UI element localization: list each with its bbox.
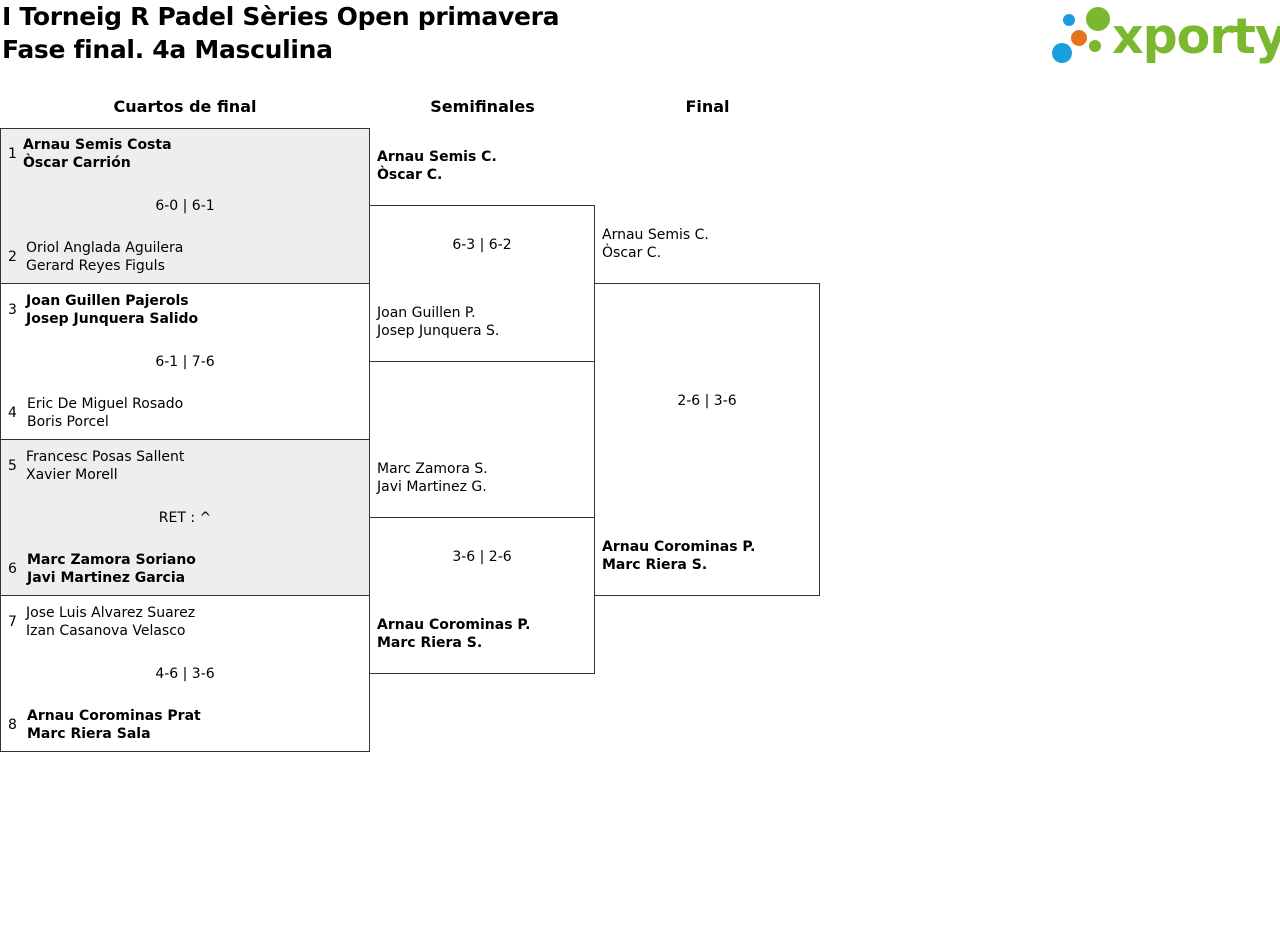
player-name: Francesc Posas Sallent <box>26 449 185 465</box>
match-score: 6-1 | 7-6 <box>155 354 215 370</box>
tournament-title: I Torneig R Padel Sèries Open primavera <box>2 2 560 31</box>
team-entry[interactable]: Joan Guillen Pajerols Josep Junquera Sal… <box>26 292 198 328</box>
qf-match-2: 3 Joan Guillen Pajerols Josep Junquera S… <box>0 283 370 440</box>
final-team-b[interactable]: Arnau Corominas P. Marc Riera S. <box>602 538 755 574</box>
match-score: RET : ^ <box>158 510 212 526</box>
player-name: Arnau Semis C. <box>377 149 497 165</box>
seed-number: 8 <box>8 717 17 733</box>
team-entry[interactable]: Francesc Posas Sallent Xavier Morell <box>26 448 184 484</box>
sf-match-1: 6-3 | 6-2 Joan Guillen P. Josep Junquera… <box>369 205 595 362</box>
player-name: Arnau Semis C. <box>602 227 709 243</box>
team-entry[interactable]: Oriol Anglada Aguilera Gerard Reyes Figu… <box>26 239 183 275</box>
sf2-team-b[interactable]: Arnau Corominas P. Marc Riera S. <box>377 616 530 652</box>
seed-number: 3 <box>8 302 17 318</box>
logo-dots-icon <box>1052 7 1110 63</box>
team-entry[interactable]: Arnau Semis Costa Òscar Carrión <box>23 136 172 172</box>
player-name: Arnau Corominas P. <box>602 539 756 555</box>
player-name: Arnau Semis Costa <box>23 137 172 153</box>
phase-title: Fase final. 4a Masculina <box>2 35 333 64</box>
player-name: Òscar C. <box>377 167 443 183</box>
team-entry[interactable]: Jose Luis Alvarez Suarez Izan Casanova V… <box>26 604 195 640</box>
player-name: Arnau Corominas Prat <box>27 708 201 724</box>
match-score: 2-6 | 3-6 <box>677 393 737 409</box>
player-name: Joan Guillen Pajerols <box>26 293 189 309</box>
player-name: Oriol Anglada Aguilera <box>26 240 184 256</box>
player-name: Marc Riera Sala <box>27 726 151 742</box>
column-quarterfinals: Cuartos de final <box>113 97 257 116</box>
player-name: Izan Casanova Velasco <box>26 623 186 639</box>
player-name: Xavier Morell <box>26 467 118 483</box>
player-name: Marc Zamora S. <box>377 461 488 477</box>
xporty-logo[interactable]: xporty <box>1050 4 1280 66</box>
seed-number: 4 <box>8 405 17 421</box>
sf1-team-a[interactable]: Arnau Semis C. Òscar C. <box>377 148 497 184</box>
player-name: Josep Junquera Salido <box>26 311 199 327</box>
match-score: 6-3 | 6-2 <box>452 237 512 253</box>
team-entry[interactable]: Marc Zamora Soriano Javi Martinez Garcia <box>27 551 196 587</box>
player-name: Òscar C. <box>602 245 662 261</box>
logo-wordmark: xporty <box>1112 8 1280 65</box>
player-name: Òscar Carrión <box>23 155 131 171</box>
qf-match-1: 1 Arnau Semis Costa Òscar Carrión 6-0 | … <box>0 128 370 284</box>
player-name: Gerard Reyes Figuls <box>26 258 165 274</box>
sf2-team-a[interactable]: Marc Zamora S. Javi Martinez G. <box>377 460 488 496</box>
qf-match-4: 7 Jose Luis Alvarez Suarez Izan Casanova… <box>0 595 370 752</box>
team-entry[interactable]: Arnau Corominas Prat Marc Riera Sala <box>27 707 201 743</box>
match-score: 3-6 | 2-6 <box>452 549 512 565</box>
final-match: 2-6 | 3-6 Arnau Corominas P. Marc Riera … <box>594 283 820 596</box>
player-name: Javi Martinez Garcia <box>27 570 186 586</box>
player-name: Boris Porcel <box>27 414 109 430</box>
seed-number: 6 <box>8 561 17 577</box>
player-name: Josep Junquera S. <box>377 323 500 339</box>
match-score: 6-0 | 6-1 <box>155 198 215 214</box>
seed-number: 1 <box>8 146 17 162</box>
player-name: Eric De Miguel Rosado <box>27 396 184 412</box>
seed-number: 7 <box>8 614 17 630</box>
player-name: Marc Riera S. <box>602 557 708 573</box>
qf-match-3: 5 Francesc Posas Sallent Xavier Morell R… <box>0 439 370 596</box>
seed-number: 5 <box>8 458 17 474</box>
player-name: Jose Luis Alvarez Suarez <box>26 605 196 621</box>
player-name: Marc Zamora Soriano <box>27 552 196 568</box>
player-name: Joan Guillen P. <box>377 305 476 321</box>
column-semifinals: Semifinales <box>430 97 535 116</box>
sf-match-2: 3-6 | 2-6 Arnau Corominas P. Marc Riera … <box>369 517 595 674</box>
column-final: Final <box>685 97 730 116</box>
team-entry[interactable]: Eric De Miguel Rosado Boris Porcel <box>27 395 183 431</box>
player-name: Javi Martinez G. <box>377 479 487 495</box>
seed-number: 2 <box>8 249 17 265</box>
player-name: Arnau Corominas P. <box>377 617 531 633</box>
match-score: 4-6 | 3-6 <box>155 666 215 682</box>
final-team-a[interactable]: Arnau Semis C. Òscar C. <box>602 226 709 262</box>
player-name: Marc Riera S. <box>377 635 483 651</box>
sf1-team-b[interactable]: Joan Guillen P. Josep Junquera S. <box>377 304 499 340</box>
